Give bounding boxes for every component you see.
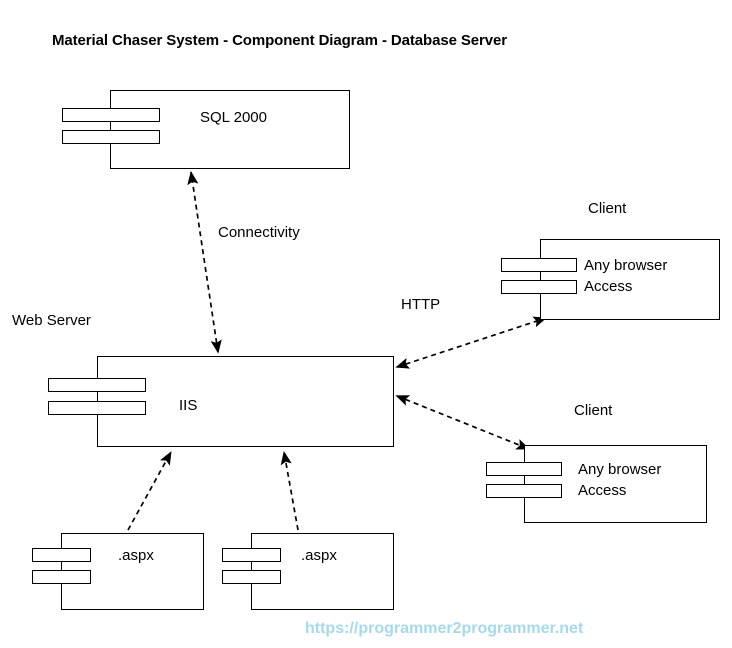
component-sql2000-body [110,90,350,169]
component-client-top-label: Any browser Access [584,257,668,295]
component-aspx-left-tab-lower [32,570,91,584]
component-client-bottom-label: Any browser Access [578,461,662,499]
edge-http-bottom [395,395,530,450]
component-client-top-tab-lower [501,280,577,294]
component-iis-label: IIS [179,397,198,414]
component-iis-tab-upper [48,378,146,392]
edge-aspx-left [127,451,172,531]
watermark-url: https://programmer2programmer.net [305,620,584,637]
component-iis[interactable]: IIS [48,356,394,447]
component-aspx-left-label: .aspx [118,547,154,564]
component-aspx-left-tab-upper [32,548,91,562]
component-client-top[interactable]: Any browser Access [501,239,720,320]
component-iis-tab-lower [48,401,146,415]
component-aspx-left[interactable]: .aspx [32,533,204,610]
component-client-top-tab-upper [501,258,577,272]
component-sql2000[interactable]: SQL 2000 [62,90,350,169]
component-client-bottom-tab-lower [486,484,562,498]
component-sql2000-label: SQL 2000 [200,109,267,126]
caption-client-top: Client [588,200,627,217]
caption-web-server: Web Server [12,312,91,329]
page-title: Material Chaser System - Component Diagr… [52,32,507,49]
edge-connectivity [187,170,222,354]
component-sql2000-tab-lower [62,130,160,144]
component-sql2000-tab-upper [62,108,160,122]
component-client-bottom-tab-upper [486,462,562,476]
edge-label-connectivity: Connectivity [218,224,300,241]
component-aspx-right-tab-upper [222,548,281,562]
edge-aspx-right [280,450,299,531]
component-aspx-right-tab-lower [222,570,281,584]
caption-client-bottom: Client [574,402,613,419]
component-aspx-right[interactable]: .aspx [222,533,394,610]
component-client-top-body [540,239,720,320]
edge-http-top [395,316,547,369]
edge-label-http: HTTP [401,296,441,313]
component-aspx-right-label: .aspx [301,547,337,564]
component-client-bottom[interactable]: Any browser Access [486,445,707,523]
